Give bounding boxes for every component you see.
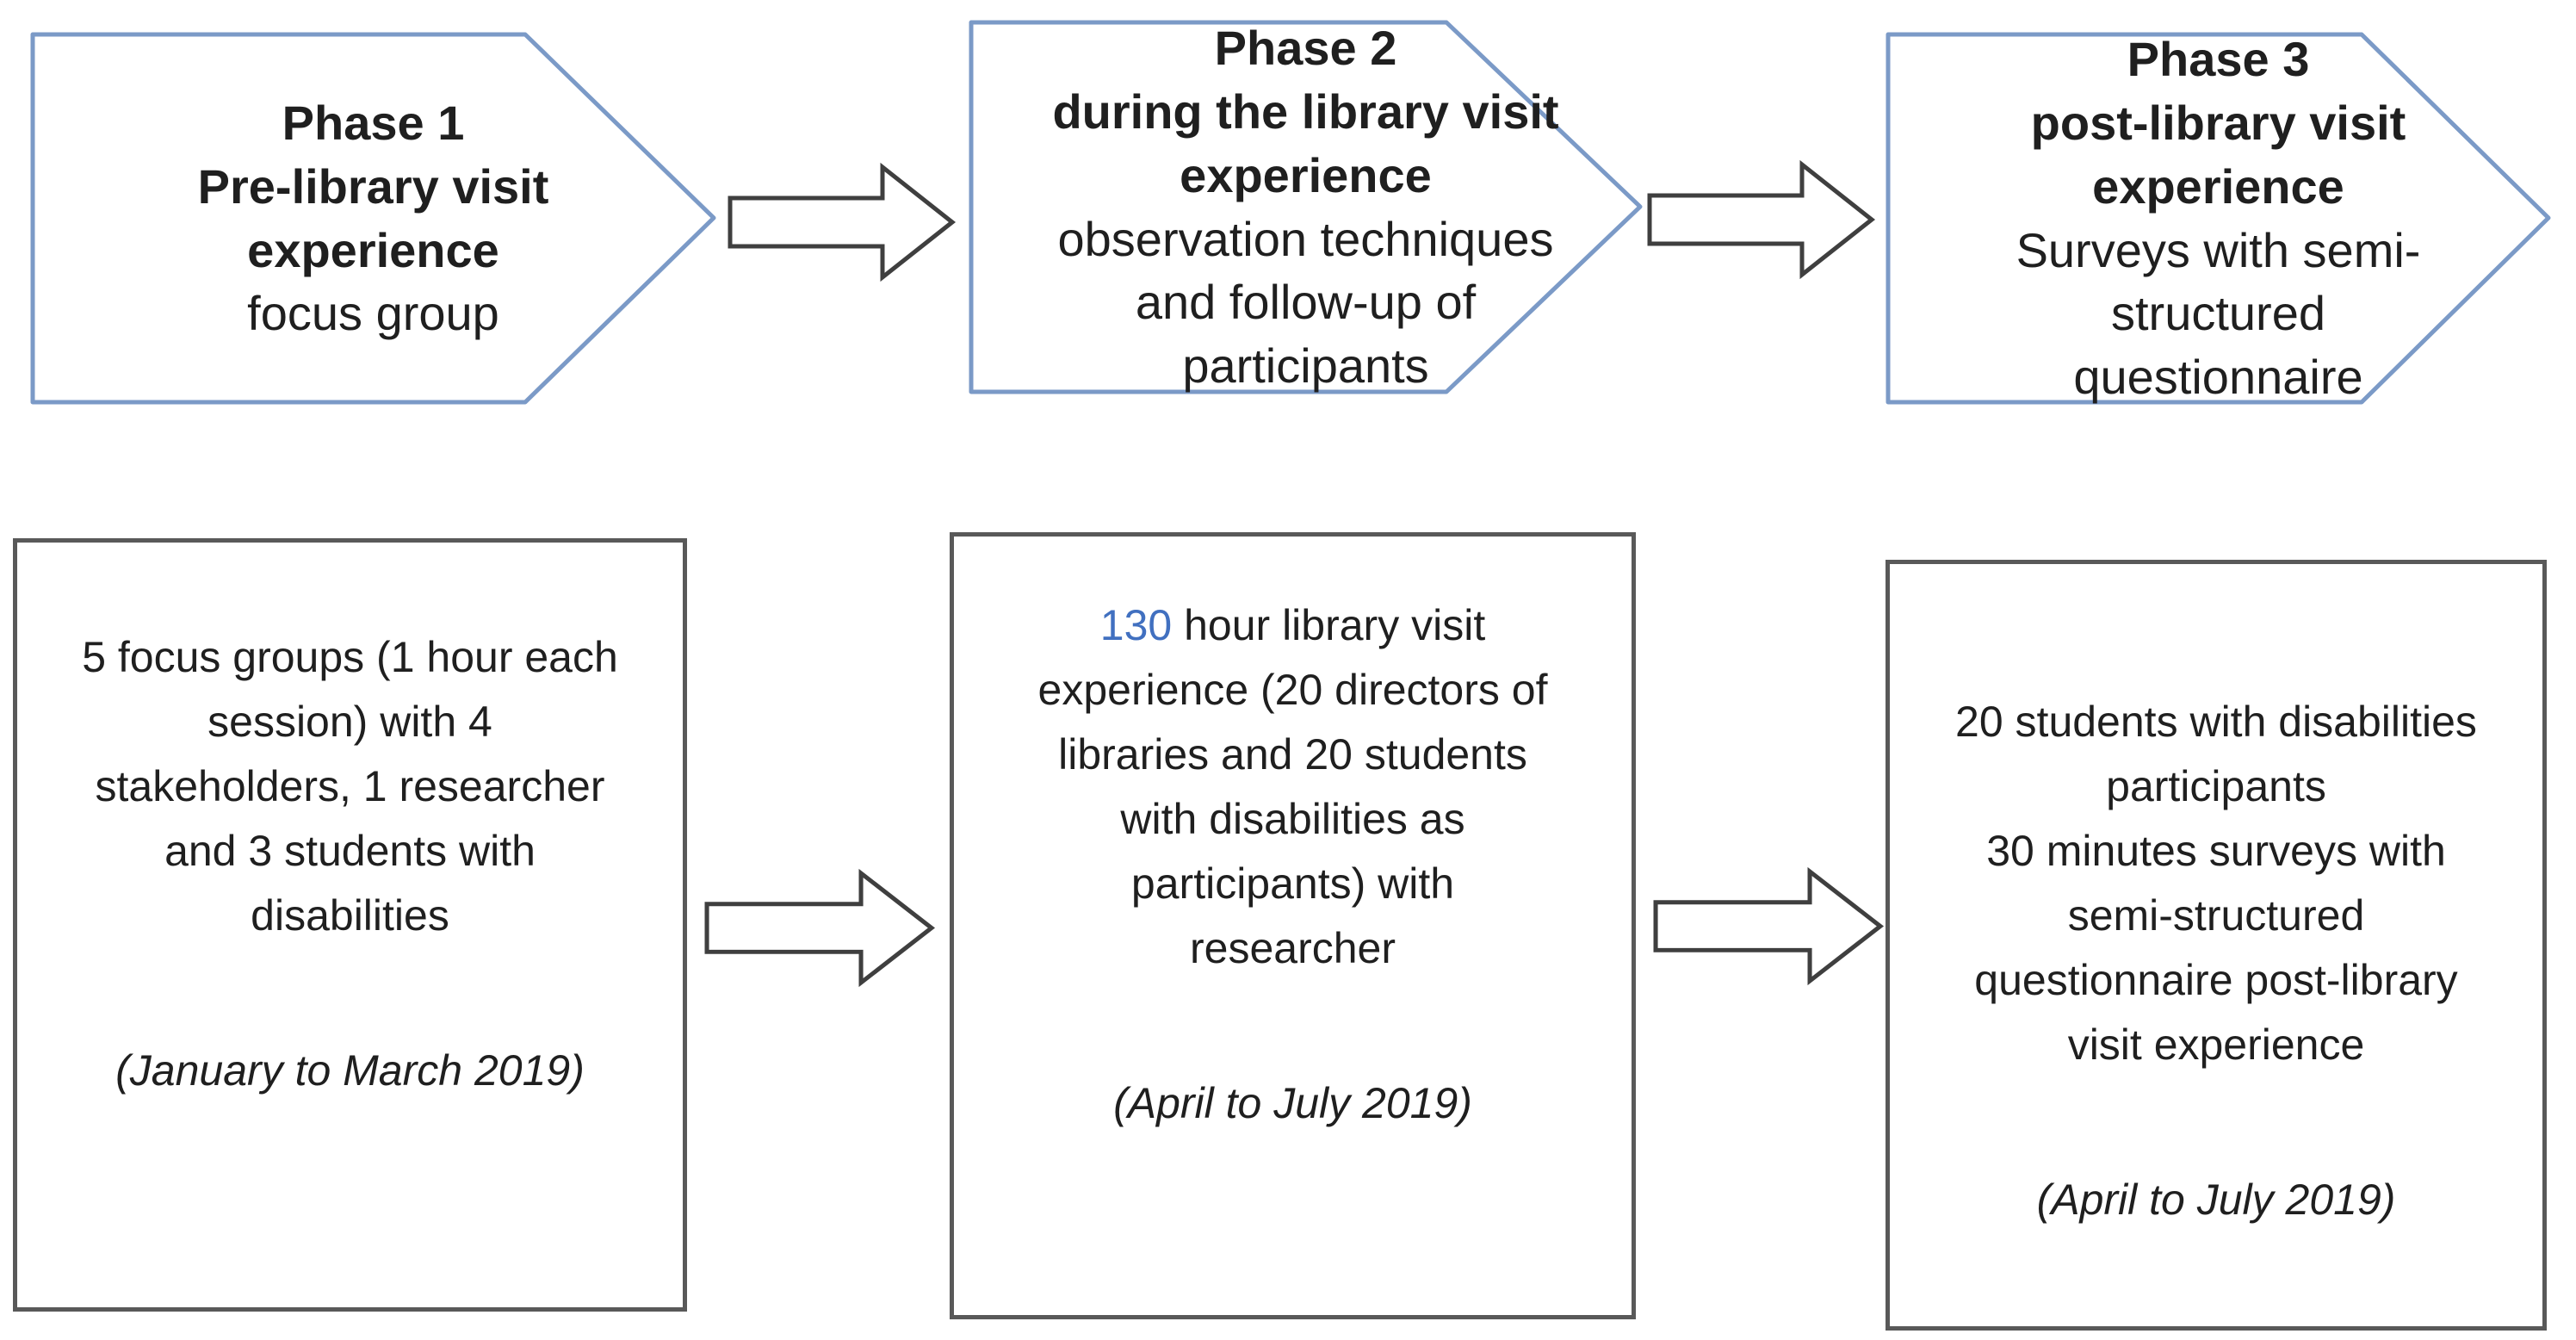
detail-body-text: 20 students with disabilities participan… bbox=[1955, 698, 2477, 1069]
phase-3-chevron: Phase 3 post-library visit experience Su… bbox=[1886, 32, 2551, 405]
right-arrow-icon bbox=[1647, 159, 1876, 280]
phase-2-method: observation techniques and follow-up of … bbox=[1057, 211, 1554, 394]
phase-2-title: Phase 2 during the library visit experie… bbox=[1052, 20, 1559, 202]
phase-3-title: Phase 3 post-library visit experience bbox=[2030, 31, 2406, 214]
phase-1-detail-text: 5 focus groups (1 hour each session) wit… bbox=[82, 625, 618, 948]
phase-1-chevron: Phase 1 Pre-library visit experience foc… bbox=[30, 32, 716, 405]
phase-2-chevron: Phase 2 during the library visit experie… bbox=[969, 20, 1643, 394]
right-arrow-icon bbox=[1653, 866, 1885, 986]
highlight-number: 130 bbox=[1099, 601, 1173, 649]
phase-1-text: Phase 1 Pre-library visit experience foc… bbox=[30, 32, 716, 405]
right-arrow-icon bbox=[728, 162, 957, 282]
phase-3-detail-box: 20 students with disabilities participan… bbox=[1886, 560, 2547, 1331]
detail-body-text: 5 focus groups (1 hour each session) wit… bbox=[82, 632, 618, 940]
phase-2-text: Phase 2 during the library visit experie… bbox=[969, 20, 1643, 394]
phase-3-detail-text: 20 students with disabilities participan… bbox=[1955, 690, 2477, 1077]
chevron-arrow-shape bbox=[1886, 32, 2551, 405]
detail-body-text: hour library visit experience (20 direct… bbox=[1037, 601, 1548, 972]
phase-2-detail-box: 130 hour library visit experience (20 di… bbox=[950, 532, 1636, 1319]
phase-1-title: Phase 1 Pre-library visit experience bbox=[197, 95, 549, 277]
phase-3-date: (April to July 2019) bbox=[2036, 1176, 2396, 1224]
phase-2-detail-text: 130 hour library visit experience (20 di… bbox=[1038, 593, 1548, 981]
chevron-arrow-shape bbox=[969, 20, 1643, 394]
phase-1-detail-box: 5 focus groups (1 hour each session) wit… bbox=[13, 538, 687, 1312]
phase-1-date: (January to March 2019) bbox=[115, 1045, 585, 1095]
phase-3-method: Surveys with semi- structured questionna… bbox=[2016, 222, 2421, 405]
right-arrow-icon bbox=[704, 868, 936, 988]
phase-1-method: focus group bbox=[247, 286, 499, 341]
phase-3-text: Phase 3 post-library visit experience Su… bbox=[1886, 32, 2551, 405]
chevron-arrow-shape bbox=[30, 32, 716, 405]
phase-2-date: (April to July 2019) bbox=[1113, 1079, 1472, 1127]
